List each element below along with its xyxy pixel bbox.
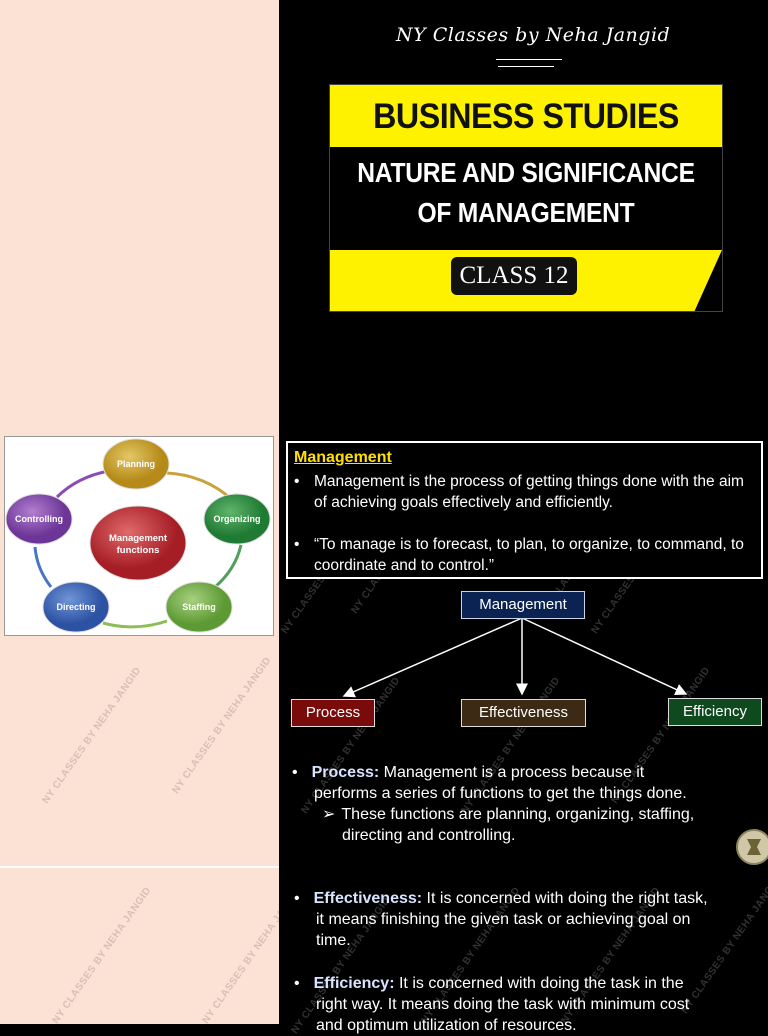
process-label: Process:: [311, 764, 380, 781]
definition-bullet: • “To manage is to forecast, to plan, to…: [294, 534, 754, 576]
node-label: Planning: [117, 459, 155, 469]
effectiveness-text: It is concerned with doing the right tas…: [422, 890, 708, 907]
flow-node-process: Process: [291, 699, 375, 727]
watermark: NY CLASSES BY NEHA JANGID: [170, 655, 274, 796]
handwriting-underline: [496, 59, 562, 60]
efficiency-text: It is concerned with doing the task in t…: [394, 975, 684, 992]
logo-badge-icon: [736, 829, 768, 865]
process-subpoint-text: These functions are planning, organizing…: [341, 806, 695, 823]
handwriting-underline: [498, 66, 554, 67]
effectiveness-label: Effectiveness:: [313, 890, 423, 907]
class-label: CLASS 12: [451, 257, 577, 295]
watermark: NY CLASSES BY NEHA JANGID: [50, 885, 154, 1026]
bullet-text: “To manage is to forecast, to plan, to o…: [314, 536, 744, 574]
bullet-dot: •: [294, 975, 300, 992]
flow-root-management: Management: [461, 591, 585, 619]
node-directing: [42, 581, 110, 633]
bullet-dot: •: [292, 764, 298, 781]
cycle-arc: [55, 469, 110, 499]
effectiveness-point: • Effectiveness: It is concerned with doi…: [294, 888, 756, 951]
efficiency-line3: and optimum utilization of resources.: [316, 1017, 577, 1034]
author-handwriting: NY Classes by Neha Jangid: [396, 24, 671, 46]
bullet-dot: •: [294, 890, 300, 907]
center-label: functions: [117, 545, 160, 556]
cycle-arc: [102, 619, 168, 629]
node-label: Staffing: [182, 602, 216, 612]
node-label: Controlling: [15, 514, 63, 524]
bullet-dot: •: [294, 536, 300, 553]
efficiency-point: • Efficiency: It is concerned with doing …: [294, 973, 756, 1036]
node-label: Directing: [56, 602, 95, 612]
node-controlling: [5, 493, 73, 545]
bullet-dot: •: [294, 473, 300, 490]
subject-title: BUSINESS STUDIES: [373, 97, 679, 136]
efficiency-line1: • Efficiency: It is concerned with doing …: [294, 973, 756, 994]
cycle-arc: [166, 471, 233, 501]
center-node: [89, 505, 187, 581]
definition-bullet: • Management is the process of getting t…: [294, 471, 754, 513]
arrow-bullet-icon: ➢: [322, 806, 336, 823]
definition-title: Management: [294, 449, 392, 466]
process-subpoint-line2: directing and controlling.: [342, 827, 516, 844]
efficiency-line2: right way. It means doing the task with …: [316, 996, 690, 1013]
bullet-text: Management is the process of getting thi…: [314, 473, 744, 511]
flow-node-efficiency: Efficiency: [668, 698, 762, 726]
cycle-diagram: Management functions Planning Organizing…: [5, 438, 271, 633]
watermark: NY CLASSES BY NEHA JANGID: [40, 665, 144, 806]
process-text: Management is a process because it: [379, 764, 645, 781]
cycle-arc: [33, 546, 53, 588]
effectiveness-line3: time.: [316, 932, 351, 949]
panel-divider: [0, 866, 279, 868]
center-label: Management: [109, 533, 168, 544]
process-point: • Process: Management is a process becaus…: [292, 762, 752, 846]
title-banner: BUSINESS STUDIES NATURE AND SIGNIFICANCE…: [329, 84, 723, 312]
node-organizing: [203, 493, 271, 545]
node-staffing: [165, 581, 233, 633]
chapter-title-line1: NATURE AND SIGNIFICANCE: [357, 157, 695, 188]
process-subpoint-line1: ➢ These functions are planning, organizin…: [292, 804, 752, 825]
effectiveness-line2: it means finishing the given task or ach…: [316, 911, 691, 928]
cycle-arc: [214, 544, 243, 589]
process-line1: • Process: Management is a process becaus…: [292, 762, 752, 783]
logo-glyph: [747, 839, 761, 855]
banner-top-strip: [330, 85, 722, 147]
node-planning: [102, 438, 170, 490]
efficiency-label: Efficiency:: [313, 975, 395, 992]
chapter-title-line2: OF MANAGEMENT: [417, 197, 635, 228]
management-functions-diagram: Management functions Planning Organizing…: [4, 436, 274, 636]
definition-box: Management • Management is the process o…: [286, 441, 763, 579]
process-line2: performs a series of functions to get th…: [314, 785, 687, 802]
effectiveness-line1: • Effectiveness: It is concerned with doi…: [294, 888, 756, 909]
node-label: Organizing: [214, 514, 261, 524]
flow-node-effectiveness: Effectiveness: [461, 699, 586, 727]
